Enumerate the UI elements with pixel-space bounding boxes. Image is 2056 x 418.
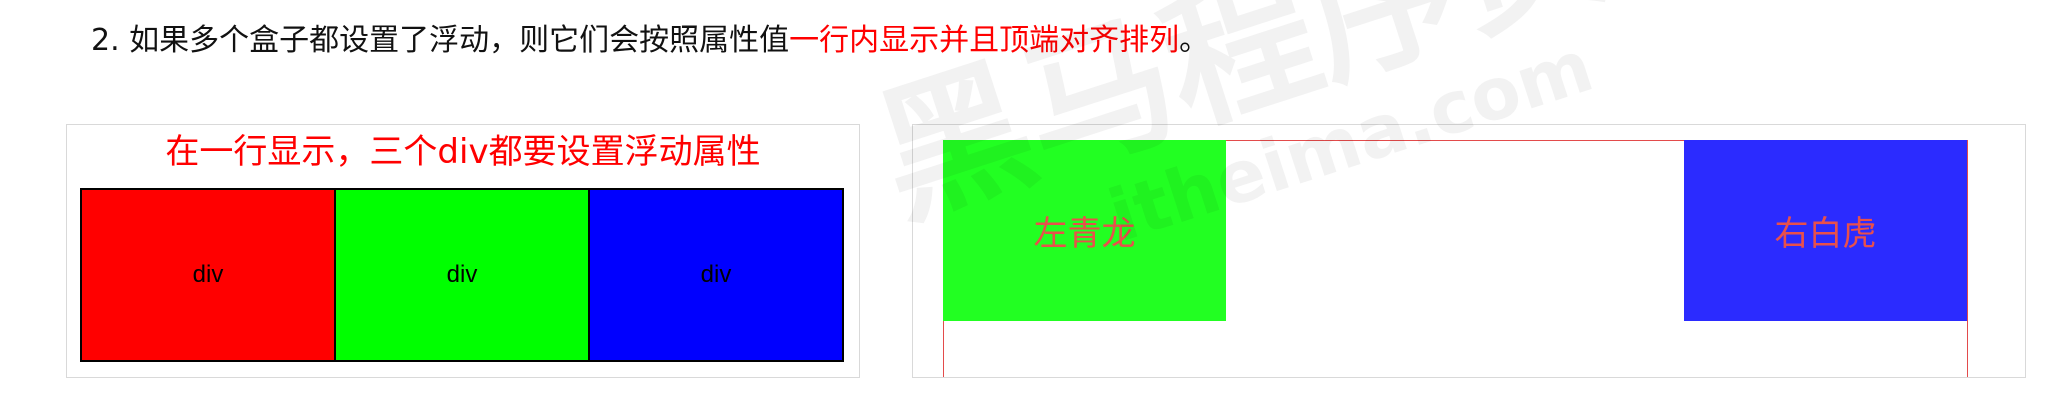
heading-highlight: 一行内显示并且顶端对齐排列 bbox=[789, 23, 1180, 58]
blue-div-label: div bbox=[700, 261, 732, 288]
float-demo-three-divs: 在一行显示，三个div都要设置浮动属性 div div div bbox=[66, 124, 860, 378]
float-right-label: 右白虎 bbox=[1774, 216, 1877, 253]
red-div: div bbox=[82, 190, 334, 360]
heading-prefix: 2. 如果多个盒子都设置了浮动，则它们会按照属性值 bbox=[91, 23, 790, 58]
green-div-label: div bbox=[446, 261, 478, 288]
float-demo-left-right: 左青龙 右白虎 bbox=[912, 124, 2026, 378]
div-row: div div div bbox=[80, 188, 844, 362]
blue-div: div bbox=[588, 190, 842, 360]
demo-caption: 在一行显示，三个div都要设置浮动属性 bbox=[165, 132, 761, 172]
section-heading: 2. 如果多个盒子都设置了浮动，则它们会按照属性值一行内显示并且顶端对齐排列。 bbox=[91, 18, 1209, 64]
heading-suffix: 。 bbox=[1179, 23, 1210, 58]
float-left-box: 左青龙 bbox=[943, 140, 1226, 321]
red-div-label: div bbox=[192, 261, 224, 288]
float-left-label: 左青龙 bbox=[1033, 216, 1136, 253]
green-div: div bbox=[334, 190, 588, 360]
float-right-box: 右白虎 bbox=[1684, 140, 1967, 321]
